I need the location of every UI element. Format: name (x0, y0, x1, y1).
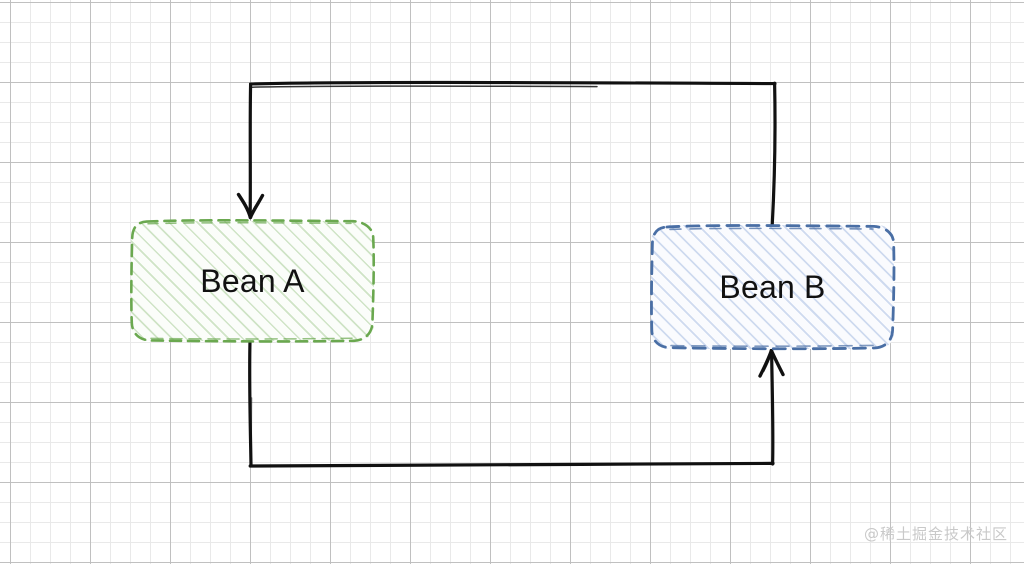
watermark-text: @稀土掘金技术社区 (863, 525, 1008, 543)
edge-bean-b-to-bean-a[interactable] (236, 80, 777, 228)
node-bean-a-label: Bean A (200, 262, 305, 299)
node-bean-b[interactable]: Bean B (650, 224, 896, 351)
edge-bean-a-to-bean-b[interactable] (248, 339, 785, 468)
node-bean-b-label: Bean B (719, 268, 826, 305)
node-bean-a[interactable]: Bean A (130, 219, 376, 343)
